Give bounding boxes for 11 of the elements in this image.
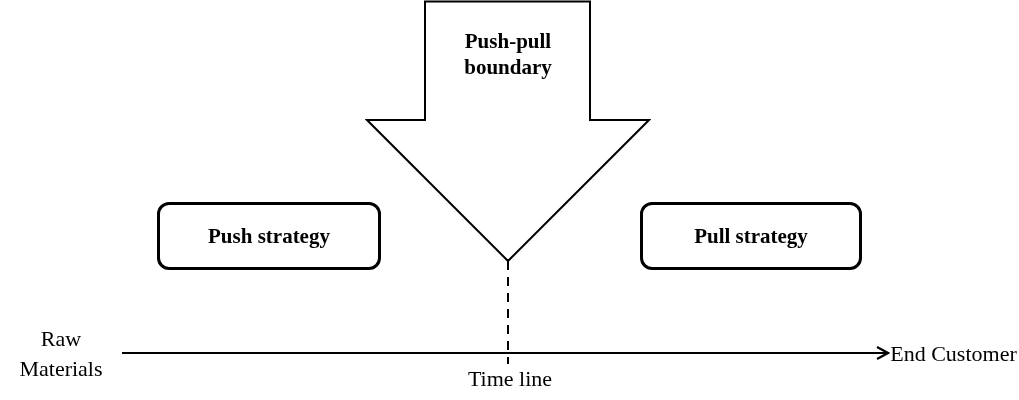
node-label: Raw Materials xyxy=(18,325,104,383)
dashed-line xyxy=(507,260,509,365)
arrow xyxy=(121,345,890,361)
node-label: Push strategy xyxy=(208,223,330,249)
node-label: End Customer xyxy=(890,340,1017,368)
strategy-box xyxy=(157,202,381,270)
boundary-arrow xyxy=(365,0,651,263)
node-label: Pull strategy xyxy=(694,223,808,249)
strategy-box xyxy=(640,202,862,270)
node-label: Time line xyxy=(467,365,553,393)
boundary-label: Push-pull boundary xyxy=(463,28,553,80)
